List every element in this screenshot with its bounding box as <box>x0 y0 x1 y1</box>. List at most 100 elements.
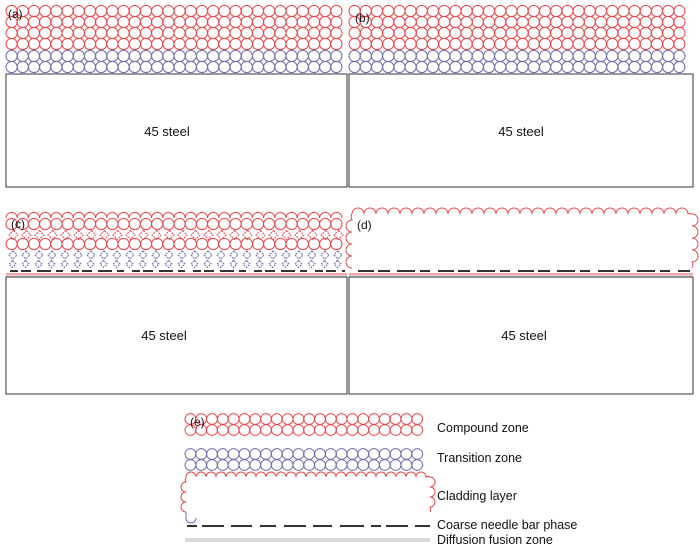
compound-grain <box>415 37 428 51</box>
transition-grain <box>319 49 332 63</box>
legend-transition-grain <box>378 459 391 471</box>
compound-grain <box>27 217 41 231</box>
compound-grain <box>494 4 507 18</box>
transition-shrinking-grain <box>8 250 18 260</box>
transition-grain <box>251 49 265 63</box>
legend-compound-grain <box>335 413 348 425</box>
compound-grain <box>319 237 332 251</box>
legend-compound-grain <box>400 424 413 436</box>
compound-grain <box>606 26 619 40</box>
transition-grain <box>330 60 343 74</box>
transition-grain <box>594 60 608 74</box>
compound-shrinking-grain <box>242 229 253 241</box>
transition-grain <box>139 60 153 74</box>
panel-c: 45 steel (c) <box>5 211 348 395</box>
transition-grain <box>184 60 197 74</box>
compound-grain <box>617 15 630 29</box>
compound-grain <box>307 37 321 51</box>
compound-grain <box>218 26 231 40</box>
compound-grain <box>128 217 141 231</box>
compound-grain <box>83 217 97 231</box>
legend-cladding-swatch <box>180 471 436 524</box>
compound-grain <box>516 15 529 29</box>
transition-grain <box>505 49 518 63</box>
compound-grain <box>482 15 496 29</box>
compound-grain <box>61 237 74 251</box>
transition-grain <box>650 49 664 63</box>
legend-compound-grain <box>260 413 272 425</box>
legend-transition-grain <box>324 448 337 460</box>
compound-grain <box>460 4 473 18</box>
compound-grain <box>594 26 608 40</box>
compound-grain <box>240 15 253 29</box>
compound-grain <box>583 15 596 29</box>
legend-item-fusion: Diffusion fusion zone <box>437 533 553 547</box>
transition-grain <box>471 60 484 74</box>
compound-edge <box>83 211 97 219</box>
compound-grain <box>382 15 395 29</box>
panel-d-coating-layers <box>345 207 699 277</box>
legend-transition-grain <box>227 448 240 460</box>
panel-a-coating-layers <box>5 4 343 74</box>
transition-grain <box>184 49 197 63</box>
transition-shrinking-grain <box>281 259 290 269</box>
panel-a-label: (a) <box>8 7 23 21</box>
compound-grain <box>207 237 220 251</box>
compound-grain <box>207 37 220 51</box>
transition-shrinking-grain <box>138 259 147 269</box>
compound-grain <box>195 217 209 231</box>
compound-grain <box>307 4 321 18</box>
transition-shrinking-grain <box>281 250 291 260</box>
compound-grain <box>16 237 29 251</box>
transition-shrinking-grain <box>320 259 329 269</box>
compound-shrinking-grain <box>164 229 175 241</box>
compound-grain <box>83 26 97 40</box>
compound-edge <box>195 211 209 219</box>
legend-compound-grain <box>324 413 337 425</box>
compound-shrinking-grain <box>203 229 214 241</box>
compound-grain <box>393 4 406 18</box>
compound-grain <box>229 237 242 251</box>
transition-grain <box>162 49 175 63</box>
panel-b-substrate <box>348 73 694 188</box>
legend-transition-grain <box>368 459 380 471</box>
legend-transition-grain <box>184 448 197 460</box>
cladding-outline <box>345 207 699 269</box>
compound-grain <box>173 4 186 18</box>
transition-grain <box>151 60 164 74</box>
panel-a: 45 steel (a) <box>5 4 348 188</box>
transition-grain <box>39 60 52 74</box>
transition-shrinking-grain <box>34 250 44 260</box>
compound-grain <box>173 26 186 40</box>
compound-edge <box>50 211 63 219</box>
transition-grain <box>95 49 108 63</box>
legend-compound-grain <box>400 413 413 425</box>
legend-transition-grain <box>238 459 251 471</box>
transition-grain <box>5 49 18 63</box>
legend-transition-grain <box>227 459 240 471</box>
transition-grain <box>139 49 153 63</box>
compound-grain <box>538 4 552 18</box>
compound-grain <box>285 15 298 29</box>
legend-compound-grain <box>249 413 262 425</box>
transition-grain <box>263 60 276 74</box>
compound-grain <box>426 37 440 51</box>
compound-grain <box>72 217 85 231</box>
legend-transition-grain <box>314 448 326 460</box>
legend-fusion-swatch <box>185 538 430 542</box>
compound-grain <box>650 4 664 18</box>
compound-grain <box>359 26 372 40</box>
panel-b-coating-layers <box>348 4 686 74</box>
legend-transition-grain <box>249 448 262 460</box>
compound-grain <box>274 237 287 251</box>
compound-grain <box>139 4 153 18</box>
panel-c-substrate <box>5 276 348 395</box>
compound-grain <box>251 4 265 18</box>
transition-shrinking-grain <box>307 259 316 269</box>
legend: (e) Compound zone Transition zone Claddi… <box>180 413 577 547</box>
compound-edge <box>319 211 332 219</box>
legend-compound-grain <box>227 424 240 436</box>
compound-grain <box>195 15 209 29</box>
compound-grain <box>151 37 164 51</box>
panel-c-coating-layers <box>5 211 347 277</box>
